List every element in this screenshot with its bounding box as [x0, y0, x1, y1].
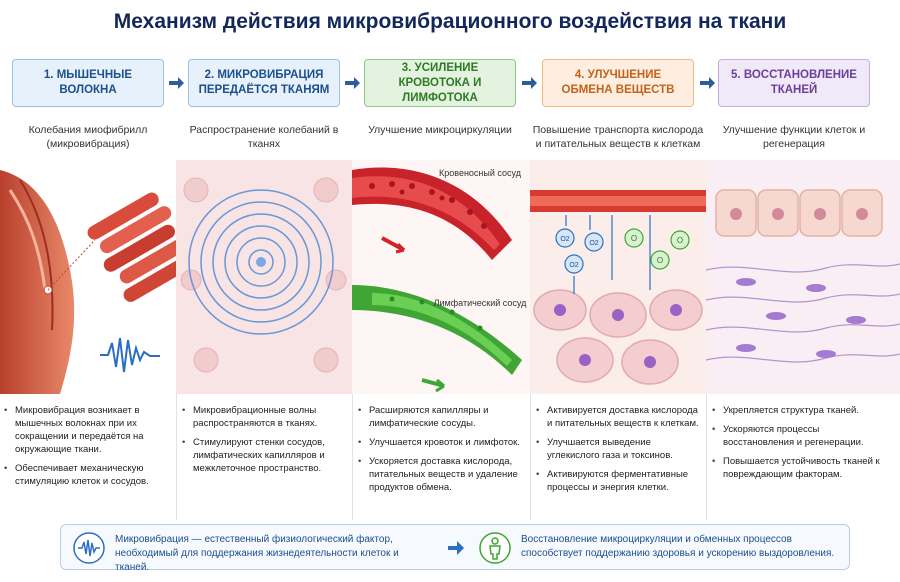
bullet-item: Улучшается выведение углекислого газа и …	[536, 436, 702, 462]
footer-left-text: Микровибрация — естественный физиологиче…	[115, 534, 399, 573]
person-health-icon	[479, 532, 511, 564]
bullet-item: Ускоряется доставка кислорода, питательн…	[358, 455, 524, 494]
cell-metabolism-illustration: O2 O2 O2 O O O	[530, 160, 706, 394]
bullet-item: Стимулируют стенки сосудов, лимфатически…	[182, 436, 348, 475]
step-2-bullets: Микровибрационные волны распространяются…	[182, 404, 348, 481]
chevron-right-arrow-icon	[700, 77, 715, 89]
step-2-caption: Распространение колебаний в тканях	[189, 124, 339, 150]
vibration-wave-icon	[73, 532, 105, 564]
bullet-item: Микровибрация возникает в мышечных волок…	[4, 404, 170, 456]
arrow-right-icon	[448, 541, 464, 555]
step-5-caption: Улучшение функции клеток и регенерация	[722, 124, 866, 150]
page-title: Механизм действия микровибрационного воз…	[113, 10, 787, 33]
nutrient-molecule-label: O	[631, 234, 637, 243]
oxygen-molecule-label: O2	[589, 240, 598, 247]
tissue-regeneration-illustration	[706, 160, 900, 394]
step-3-bullets: Расширяются капилляры и лимфатические со…	[358, 404, 524, 500]
chevron-right-arrow-icon	[169, 77, 184, 89]
bullet-item: Обеспечивает механическую стимуляцию кле…	[4, 462, 170, 488]
step-3-caption: Улучшение микроциркуляции	[368, 124, 512, 136]
chevron-right-arrow-icon	[345, 77, 360, 89]
step-4-caption: Повышение транспорта кислорода и питател…	[532, 124, 704, 150]
oxygen-molecule-label: O2	[560, 236, 569, 243]
step-1-header: 1. МЫШЕЧНЫЕ ВОЛОКНА	[12, 59, 164, 107]
lymph-vessel-label: Лимфатический сосуд	[434, 298, 527, 308]
step-1-bullets: Микровибрация возникает в мышечных волок…	[4, 404, 170, 494]
step-3-header: 3. УСИЛЕНИЕ КРОВОТОКА И ЛИМФОТОКА	[364, 59, 516, 107]
bullet-item: Повышается устойчивость тканей к поврежд…	[712, 455, 892, 481]
blood-lymph-vessels-illustration: Кровеносный сосуд Лимфатический сосуд	[352, 160, 530, 394]
step-4-header: 4. УЛУЧШЕНИЕ ОБМЕНА ВЕЩЕСТВ	[542, 59, 694, 107]
nutrient-molecule-label: O	[657, 256, 663, 265]
step-5-header: 5. ВОССТАНОВЛЕНИЕ ТКАНЕЙ	[718, 59, 870, 107]
oxygen-molecule-label: O2	[569, 262, 578, 269]
bullet-item: Ускоряются процессы восстановления и рег…	[712, 423, 892, 449]
step-4-bullets: Активируется доставка кислорода и питате…	[536, 404, 702, 500]
nutrient-molecule-label: O	[677, 236, 683, 245]
summary-footer: Микровибрация — естественный физиологиче…	[60, 524, 850, 573]
bullet-item: Улучшается кровоток и лимфоток.	[358, 436, 524, 449]
bullet-item: Активируются ферментативные процессы и э…	[536, 468, 702, 494]
footer-right-text: Восстановление микроциркуляции и обменны…	[521, 534, 835, 559]
vibration-waves-illustration	[176, 160, 352, 394]
bullet-item: Укрепляется структура тканей.	[712, 404, 892, 417]
muscle-fibers-illustration	[0, 170, 176, 394]
blood-vessel-label: Кровеносный сосуд	[439, 168, 522, 178]
chevron-right-arrow-icon	[522, 77, 537, 89]
bullet-item: Активируется доставка кислорода и питате…	[536, 404, 702, 430]
step-1-caption: Колебания миофибрилл (микровибрация)	[28, 124, 148, 150]
bullet-item: Микровибрационные волны распространяются…	[182, 404, 348, 430]
step-5-bullets: Укрепляется структура тканей. Ускоряются…	[712, 404, 892, 487]
bullet-item: Расширяются капилляры и лимфатические со…	[358, 404, 524, 430]
step-2-header: 2. МИКРОВИБРАЦИЯ ПЕРЕДАЁТСЯ ТКАНЯМ	[188, 59, 340, 107]
